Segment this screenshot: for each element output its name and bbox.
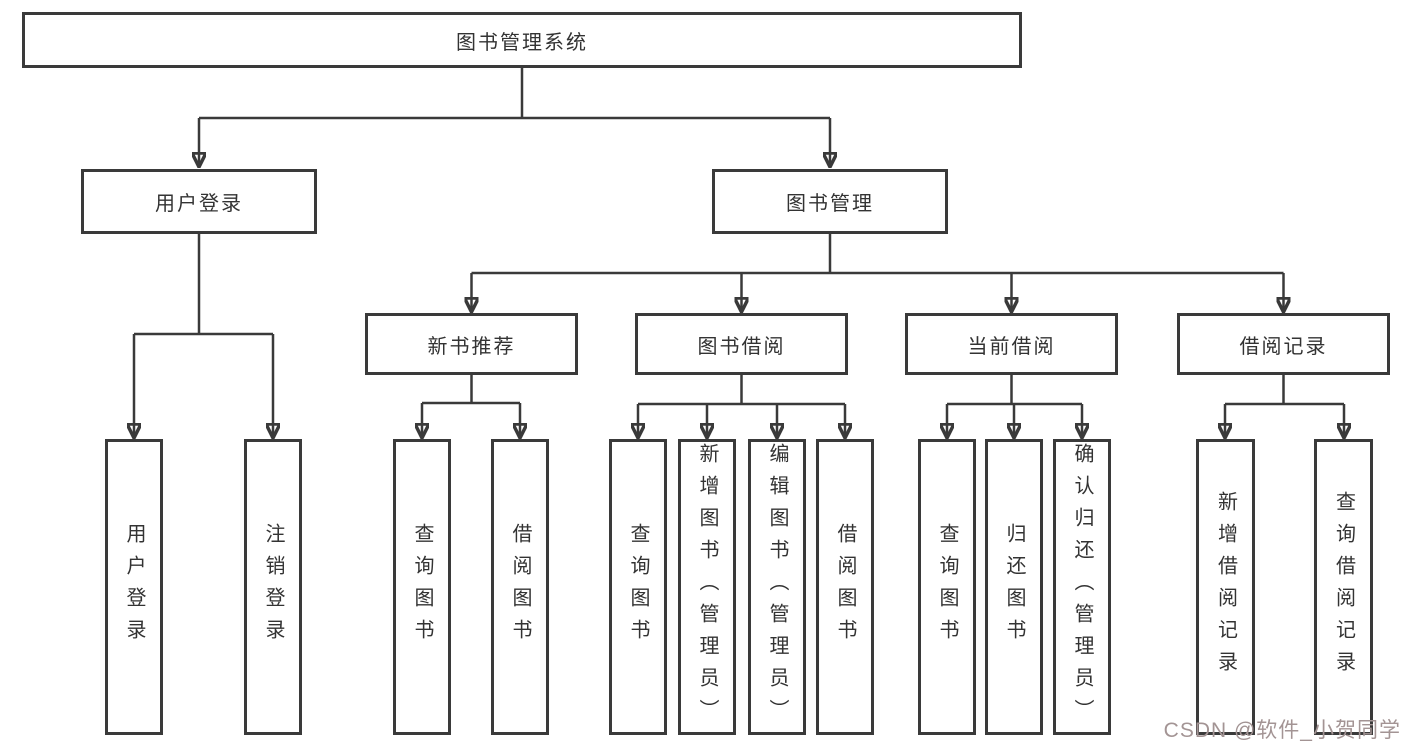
leaf-confirm-return-admin: 确认归还（管理员） bbox=[1053, 439, 1111, 735]
node-book-borrowing: 图书借阅 bbox=[635, 313, 848, 375]
leaf-user-login: 用户登录 bbox=[105, 439, 163, 735]
leaf-query-borrow-record: 查询借阅记录 bbox=[1314, 439, 1373, 735]
node-new-book-recommend: 新书推荐 bbox=[365, 313, 578, 375]
leaf-query-books-current: 查询图书 bbox=[918, 439, 976, 735]
node-root-system: 图书管理系统 bbox=[22, 12, 1022, 68]
node-user-login: 用户登录 bbox=[81, 169, 317, 234]
leaf-logout: 注销登录 bbox=[244, 439, 302, 735]
leaf-add-books-admin: 新增图书（管理员） bbox=[678, 439, 736, 735]
leaf-edit-books-admin: 编辑图书（管理员） bbox=[748, 439, 806, 735]
node-borrowing-records: 借阅记录 bbox=[1177, 313, 1390, 375]
csdn-watermark: CSDN @软件_小贺同学 bbox=[1163, 719, 1401, 742]
leaf-borrow-books-recommend: 借阅图书 bbox=[491, 439, 549, 735]
leaf-query-books-borrowing: 查询图书 bbox=[609, 439, 667, 735]
node-current-borrowing: 当前借阅 bbox=[905, 313, 1118, 375]
leaf-borrow-books: 借阅图书 bbox=[816, 439, 874, 735]
leaf-add-borrow-record: 新增借阅记录 bbox=[1196, 439, 1255, 735]
leaf-return-books: 归还图书 bbox=[985, 439, 1043, 735]
leaf-query-books-recommend: 查询图书 bbox=[393, 439, 451, 735]
node-book-management: 图书管理 bbox=[712, 169, 948, 234]
